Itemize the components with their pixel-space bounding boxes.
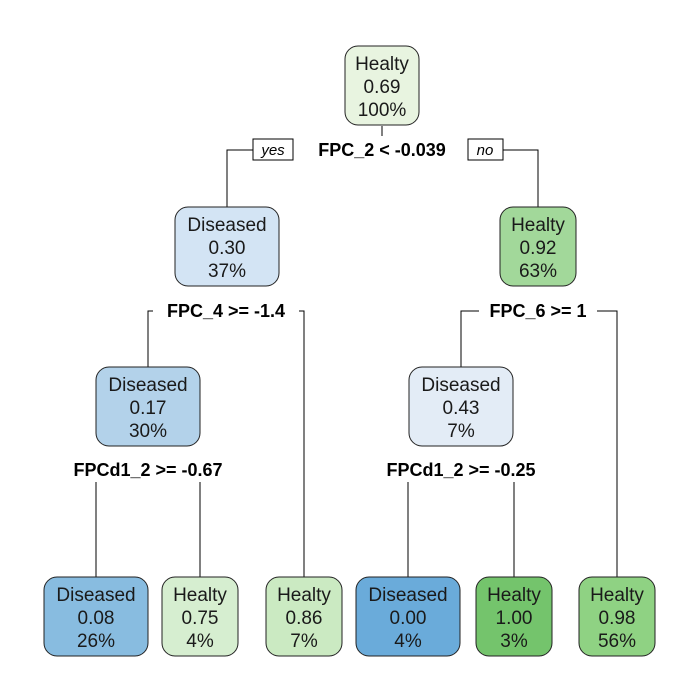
node-class-label: Diseased	[421, 375, 500, 396]
node-percentage: 7%	[290, 631, 318, 652]
node-percentage: 100%	[358, 100, 407, 121]
node-class-label: Diseased	[108, 375, 187, 396]
node-percentage: 7%	[447, 421, 475, 442]
node-box	[43, 576, 149, 657]
node-class-label: Diseased	[56, 585, 135, 606]
node-class-label: Healty	[487, 585, 541, 606]
node-probability: 0.30	[209, 238, 246, 259]
node-class-label: Healty	[590, 585, 644, 606]
node-probability: 0.98	[599, 608, 636, 629]
split-label-root: FPC_2 < -0.039	[318, 140, 446, 160]
node-probability: 0.92	[520, 238, 557, 259]
edge-n2-right	[299, 310, 305, 577]
node-probability: 0.86	[286, 608, 323, 629]
node-probability: 0.75	[182, 608, 219, 629]
no-label: no	[477, 142, 494, 159]
edge-n3-left	[460, 310, 479, 367]
node-box	[265, 576, 343, 657]
node-probability: 1.00	[496, 608, 533, 629]
node-box	[344, 45, 420, 126]
yes-box	[252, 138, 294, 161]
node-percentage: 4%	[394, 631, 422, 652]
node-box	[161, 576, 239, 657]
node-box	[95, 366, 201, 447]
node-box	[499, 206, 577, 287]
node-class-label: Diseased	[187, 215, 266, 236]
node-box	[174, 206, 280, 287]
yes-label: yes	[260, 142, 285, 159]
split-label-n6: FPCd1_2 >= -0.25	[386, 460, 535, 480]
node-percentage: 37%	[208, 261, 246, 282]
edge-root-right	[503, 149, 539, 207]
tree-edges	[95, 126, 618, 577]
split-label-n2: FPC_4 >= -1.4	[167, 301, 285, 321]
node-percentage: 56%	[598, 631, 636, 652]
node-class-label: Healty	[511, 215, 565, 236]
node-class-label: Healty	[355, 54, 409, 75]
split-label-n3: FPC_6 >= 1	[489, 301, 586, 321]
node-class-label: Diseased	[368, 585, 447, 606]
node-class-label: Healty	[277, 585, 331, 606]
yes-label-group: yes	[252, 138, 294, 161]
node-box	[355, 576, 461, 657]
node-box	[578, 576, 656, 657]
node-class-label: Healty	[173, 585, 227, 606]
edge-n2-left	[147, 310, 153, 367]
edge-root-left	[226, 149, 253, 207]
node-box	[408, 366, 514, 447]
split-labels: FPC_2 < -0.039 FPC_4 >= -1.4 FPC_6 >= 1 …	[73, 140, 586, 480]
node-probability: 0.08	[78, 608, 115, 629]
node-probability: 0.00	[390, 608, 427, 629]
node-probability: 0.69	[364, 77, 401, 98]
node-percentage: 3%	[500, 631, 528, 652]
tree-nodes: Healty0.69100%Diseased0.3037%Healty0.926…	[43, 45, 656, 657]
edge-n3-right	[597, 310, 618, 577]
node-probability: 0.17	[130, 398, 167, 419]
node-probability: 0.43	[443, 398, 480, 419]
node-percentage: 4%	[186, 631, 214, 652]
node-percentage: 30%	[129, 421, 167, 442]
node-percentage: 26%	[77, 631, 115, 652]
node-percentage: 63%	[519, 261, 557, 282]
split-label-n4: FPCd1_2 >= -0.67	[73, 460, 222, 480]
no-label-group: no	[467, 138, 504, 161]
node-box	[475, 576, 553, 657]
no-box	[467, 138, 504, 161]
